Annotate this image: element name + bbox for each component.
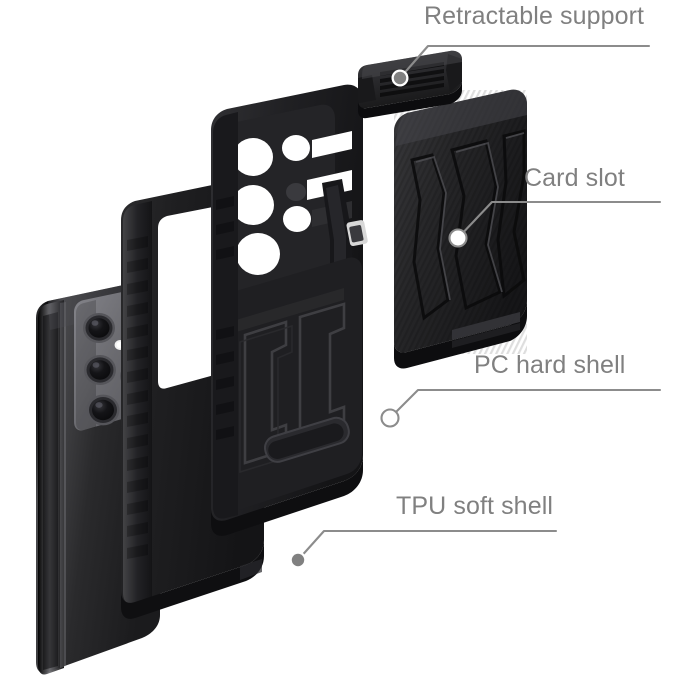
tpu-shell-edge bbox=[123, 201, 152, 604]
callout-label-card-slot: Card slot bbox=[524, 164, 625, 192]
callout-label-pc-hard-shell: PC hard shell bbox=[474, 351, 626, 379]
leader-line-retractable-support bbox=[398, 44, 651, 80]
pc-hard-shell-body bbox=[211, 84, 368, 536]
card-slot-ridge-highlights bbox=[415, 132, 525, 301]
marker-card-slot bbox=[454, 234, 462, 242]
leader-line-pc-hard-shell bbox=[388, 388, 662, 420]
camera-lens bbox=[83, 313, 115, 343]
callout-markers bbox=[289, 69, 468, 569]
tpu-grip-texture bbox=[127, 236, 148, 559]
tpu-bottom-edge bbox=[121, 540, 264, 619]
tpu-inner-window bbox=[158, 205, 228, 389]
callout-label-retractable-support: Retractable support bbox=[424, 2, 645, 30]
card-slot-cover bbox=[394, 89, 527, 369]
marker-retractable-support bbox=[393, 71, 407, 85]
camera-lens bbox=[86, 394, 120, 426]
callout-leader-lines bbox=[296, 44, 662, 562]
leader-line-tpu-soft-shell bbox=[296, 529, 558, 562]
camera-lens bbox=[84, 355, 116, 385]
card-slot-bottom-edge bbox=[394, 300, 527, 369]
marker-tpu-soft-shell bbox=[291, 553, 305, 567]
pc-shell-left-rail bbox=[213, 112, 238, 519]
leader-line-card-slot bbox=[456, 200, 662, 240]
marker-pc-hard-shell bbox=[386, 414, 394, 422]
pc-camera-cutouts bbox=[232, 135, 311, 275]
callout-label-tpu-soft-shell: TPU soft shell bbox=[396, 492, 554, 520]
pc-armor-panel bbox=[224, 257, 362, 512]
